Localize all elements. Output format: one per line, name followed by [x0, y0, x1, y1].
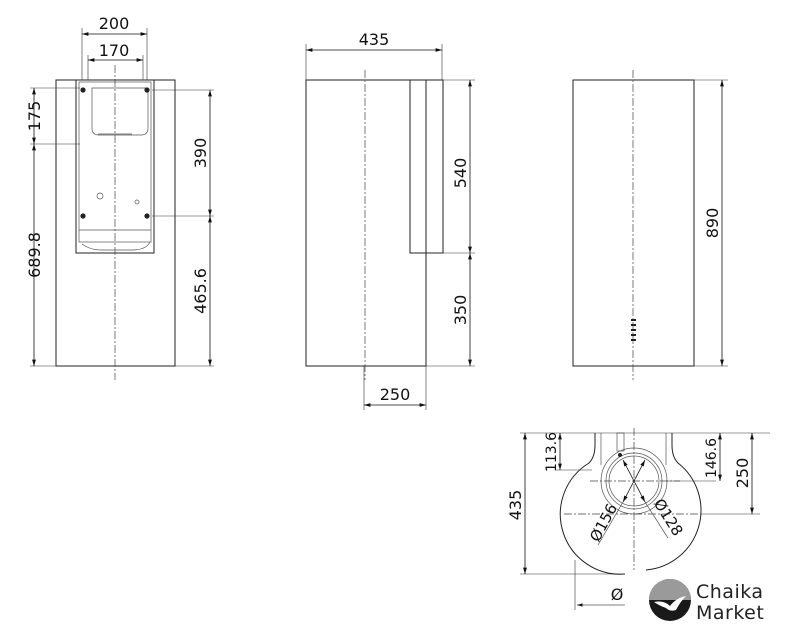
- dim-duct-128: Ø128: [650, 495, 687, 539]
- logo-line2: Market: [696, 602, 765, 624]
- dim-250-top: 250: [733, 458, 752, 489]
- dim-height-890: 890: [703, 208, 722, 239]
- dim-diameter: Ø: [611, 585, 624, 604]
- dim-height-175: 175: [25, 101, 44, 132]
- dim-duct-156: Ø156: [586, 501, 621, 545]
- dim-depth-435-top: 435: [506, 490, 525, 521]
- logo-line1: Chaika: [696, 581, 764, 603]
- dim-depth-250: 250: [380, 385, 411, 404]
- logo-text: Chaika Market: [696, 582, 764, 624]
- back-view: 890: [572, 70, 728, 380]
- dim-113-6: 113.6: [544, 432, 560, 472]
- side-view: 435 540 350 250: [305, 30, 475, 410]
- dim-146-6: 146.6: [704, 438, 720, 478]
- dim-height-350: 350: [451, 295, 470, 326]
- dim-height-390: 390: [191, 138, 210, 169]
- dim-height-540: 540: [451, 158, 470, 189]
- dim-width-200: 200: [99, 14, 130, 33]
- dim-height-689-8: 689.8: [25, 232, 44, 278]
- front-view: 200 170 175 689.8 390 465.6: [25, 14, 214, 380]
- dim-width-170: 170: [99, 41, 130, 60]
- dim-depth-435: 435: [359, 30, 390, 49]
- chaika-logo-icon: [649, 579, 691, 621]
- dim-height-465-6: 465.6: [191, 268, 210, 314]
